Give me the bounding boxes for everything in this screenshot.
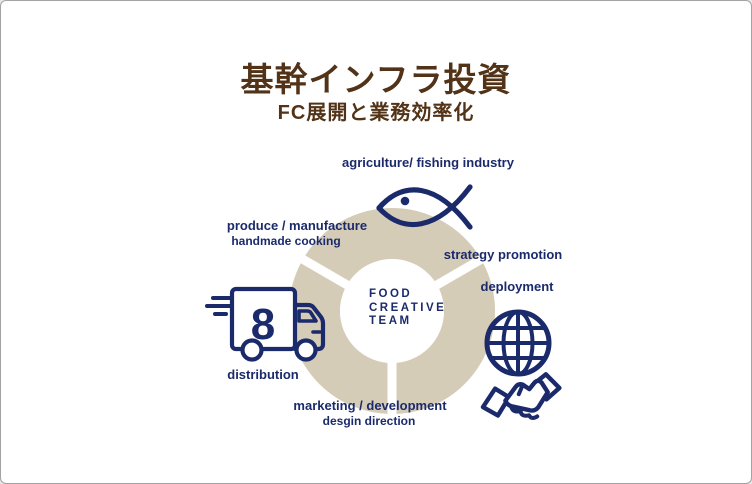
center-line-2: CREATIVE xyxy=(369,301,447,314)
center-line-3: TEAM xyxy=(369,315,412,327)
label-distribution: distribution xyxy=(227,367,299,382)
center-line-1: FOOD xyxy=(369,288,413,300)
label-agriculture: agriculture/ fishing industry xyxy=(342,155,514,170)
page-title: 基幹インフラ投資 xyxy=(240,61,512,98)
page-subtitle: FC展開と業務効率化 xyxy=(277,102,475,124)
label-marketing: marketing / development xyxy=(293,398,447,413)
center-label: FOOD CREATIVE TEAM xyxy=(369,288,446,329)
label-strategy: strategy promotion xyxy=(443,247,563,262)
label-produce: produce / manufacture xyxy=(226,218,368,233)
globe-icon xyxy=(484,309,552,377)
fish-icon xyxy=(376,184,473,230)
label-handmade: handmade cooking xyxy=(231,234,341,248)
label-design: desgin direction xyxy=(322,414,416,428)
delivery-truck-icon: 8 xyxy=(205,286,326,362)
handshake-icon xyxy=(480,372,562,420)
label-deployment: deployment xyxy=(480,279,554,294)
